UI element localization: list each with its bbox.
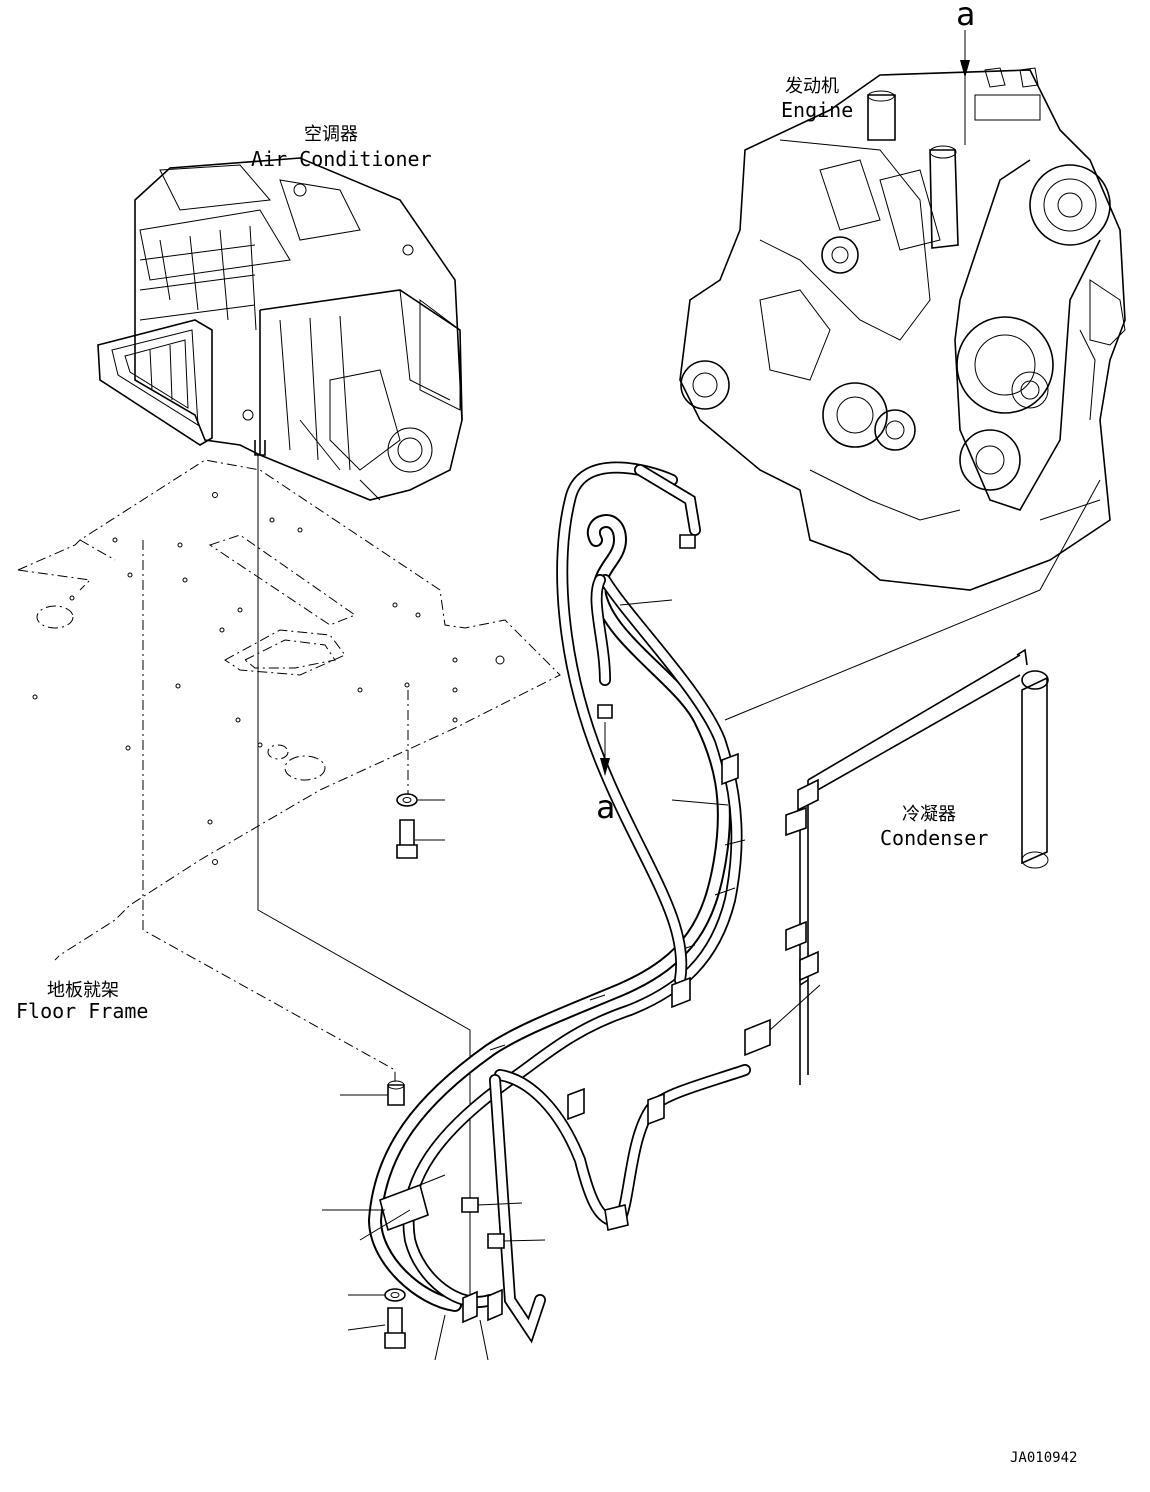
ref-arrow-mid: [600, 758, 610, 776]
floor-frame-label-en: Floor Frame: [16, 999, 148, 1023]
leader-lines: [322, 30, 966, 1361]
air-conditioner-label-cn: 空调器: [304, 124, 358, 145]
air-conditioner-unit: [97, 157, 463, 501]
ref-label-mid: a: [596, 788, 615, 826]
refrigerant-hose-main: [367, 514, 746, 1324]
floor-frame-label-cn: 地板就架: [47, 980, 119, 1001]
floor-frame: [17, 455, 561, 1300]
refrigerant-hose-return: [489, 461, 751, 1344]
engine-unit: [679, 67, 1126, 591]
engine-label-en: Engine: [781, 98, 853, 122]
fasteners: [384, 534, 696, 1349]
ref-arrow-top: [960, 60, 970, 78]
engine-label-cn: 发动机: [785, 76, 839, 97]
condenser-label-cn: 冷凝器: [902, 804, 956, 825]
drawing-id: JA010942: [1010, 1450, 1077, 1466]
air-conditioner-label-en: Air Conditioner: [251, 147, 432, 171]
ref-label-top: a: [956, 0, 975, 33]
condenser-unit: [724, 479, 1101, 1085]
condenser-label-en: Condenser: [880, 826, 988, 850]
